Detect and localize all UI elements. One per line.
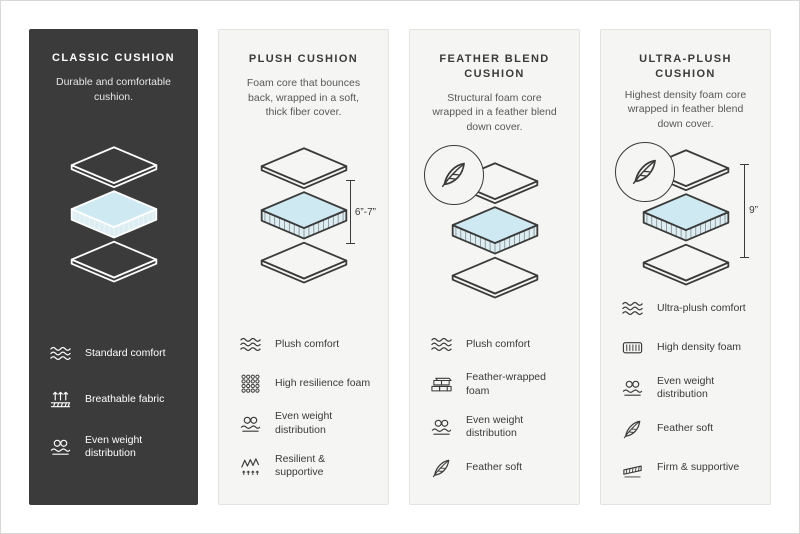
wave-icon bbox=[621, 297, 647, 321]
feature-item: Resilient & supportive bbox=[239, 453, 374, 480]
feature-label: Plush comfort bbox=[275, 337, 340, 350]
cushion-illustration: 9” bbox=[613, 138, 758, 297]
feature-item: High resilience foam bbox=[239, 371, 374, 395]
cushion-layers-graphic bbox=[57, 144, 171, 284]
feature-label: Standard comfort bbox=[85, 346, 166, 359]
feature-item: Feather-wrapped foam bbox=[430, 371, 565, 398]
brick-foam-icon bbox=[430, 373, 456, 397]
card-title: Ultra-Plush Cushion bbox=[639, 53, 732, 80]
feature-label: Even weight distribution bbox=[275, 410, 333, 437]
measurement-line bbox=[740, 163, 750, 258]
feature-label: Firm & supportive bbox=[657, 461, 740, 474]
feature-label: Even weight distribution bbox=[657, 374, 715, 401]
measurement-line bbox=[345, 180, 355, 244]
feature-item: Even weight distribution bbox=[430, 414, 565, 441]
breathable-icon bbox=[49, 388, 75, 412]
feature-item: Firm & supportive bbox=[621, 456, 756, 480]
feature-item: Ultra-plush comfort bbox=[621, 297, 756, 321]
feature-list: Standard comfort Breathable fabric Even … bbox=[41, 342, 186, 483]
feather-icon bbox=[621, 417, 647, 441]
weight-distribution-icon bbox=[239, 412, 265, 436]
feature-label: High density foam bbox=[657, 340, 742, 353]
card-feather-blend-cushion: Feather Blend Cushion Structural foam co… bbox=[409, 29, 580, 505]
feather-icon bbox=[438, 159, 470, 191]
feature-label: Even weight distribution bbox=[466, 413, 524, 440]
feature-label: Resilient & supportive bbox=[275, 452, 326, 479]
feature-list: Plush comfort Feather-wrapped foam Even … bbox=[422, 332, 567, 482]
feature-item: Feather soft bbox=[430, 456, 565, 480]
card-description: Highest density foam core wrapped in fea… bbox=[624, 88, 747, 130]
weight-distribution-icon bbox=[49, 435, 75, 459]
feature-item: Even weight distribution bbox=[239, 410, 374, 437]
spring-icon bbox=[239, 454, 265, 478]
feature-item: Plush comfort bbox=[430, 332, 565, 356]
feather-icon bbox=[629, 156, 661, 188]
card-title: Classic Cushion bbox=[51, 52, 176, 64]
cushion-layers-graphic bbox=[247, 145, 361, 285]
cushion-illustration bbox=[41, 125, 186, 303]
feature-label: Even weight distribution bbox=[85, 433, 143, 460]
feature-label: High resilience foam bbox=[275, 376, 371, 389]
feature-item: High density foam bbox=[621, 336, 756, 360]
feature-item: Breathable fabric bbox=[49, 388, 184, 412]
feature-item: Even weight distribution bbox=[49, 434, 184, 461]
feature-item: Even weight distribution bbox=[621, 375, 756, 402]
feature-label: Feather-wrapped foam bbox=[466, 371, 546, 398]
cushion-illustration bbox=[422, 141, 567, 319]
foam-grid-icon bbox=[239, 371, 265, 395]
wave-icon bbox=[430, 332, 456, 356]
feather-callout bbox=[424, 144, 484, 205]
feature-item: Standard comfort bbox=[49, 342, 184, 366]
measurement-label: 6”-7” bbox=[354, 206, 376, 218]
card-classic-cushion: Classic Cushion Durable and comfortable … bbox=[29, 29, 198, 505]
feature-list: Ultra-plush comfort High density foam Ev… bbox=[613, 297, 758, 482]
card-description: Structural foam core wrapped in a feathe… bbox=[432, 91, 557, 134]
cushion-illustration: 6”-7” bbox=[231, 126, 376, 304]
height-measurement: 9” bbox=[740, 163, 758, 258]
weight-distribution-icon bbox=[430, 415, 456, 439]
feature-label: Plush comfort bbox=[466, 337, 531, 350]
card-title: Plush Cushion bbox=[248, 53, 359, 65]
feature-label: Feather soft bbox=[466, 461, 523, 474]
feature-item: Plush comfort bbox=[239, 332, 374, 356]
card-ultra-plush-cushion: Ultra-Plush Cushion Highest density foam… bbox=[600, 29, 771, 505]
feature-list: Plush comfort High resilience foam Even … bbox=[231, 332, 376, 482]
card-description: Durable and comfortable cushion. bbox=[56, 76, 171, 103]
density-foam-icon bbox=[621, 336, 647, 360]
feature-label: Ultra-plush comfort bbox=[657, 301, 746, 314]
firm-support-icon bbox=[621, 456, 647, 480]
card-description: Foam core that bounces back, wrapped in … bbox=[246, 77, 361, 119]
feather-icon bbox=[430, 456, 456, 480]
measurement-label: 9” bbox=[749, 205, 758, 217]
feature-label: Breathable fabric bbox=[85, 392, 165, 405]
wave-icon bbox=[49, 342, 75, 366]
feather-callout bbox=[615, 141, 675, 202]
wave-icon bbox=[239, 332, 265, 356]
card-title: Feather Blend Cushion bbox=[439, 53, 550, 80]
feature-label: Feather soft bbox=[657, 422, 714, 435]
card-plush-cushion: Plush Cushion Foam core that bounces bac… bbox=[218, 29, 389, 505]
feature-item: Feather soft bbox=[621, 417, 756, 441]
height-measurement: 6”-7” bbox=[345, 180, 376, 244]
weight-distribution-icon bbox=[621, 376, 647, 400]
